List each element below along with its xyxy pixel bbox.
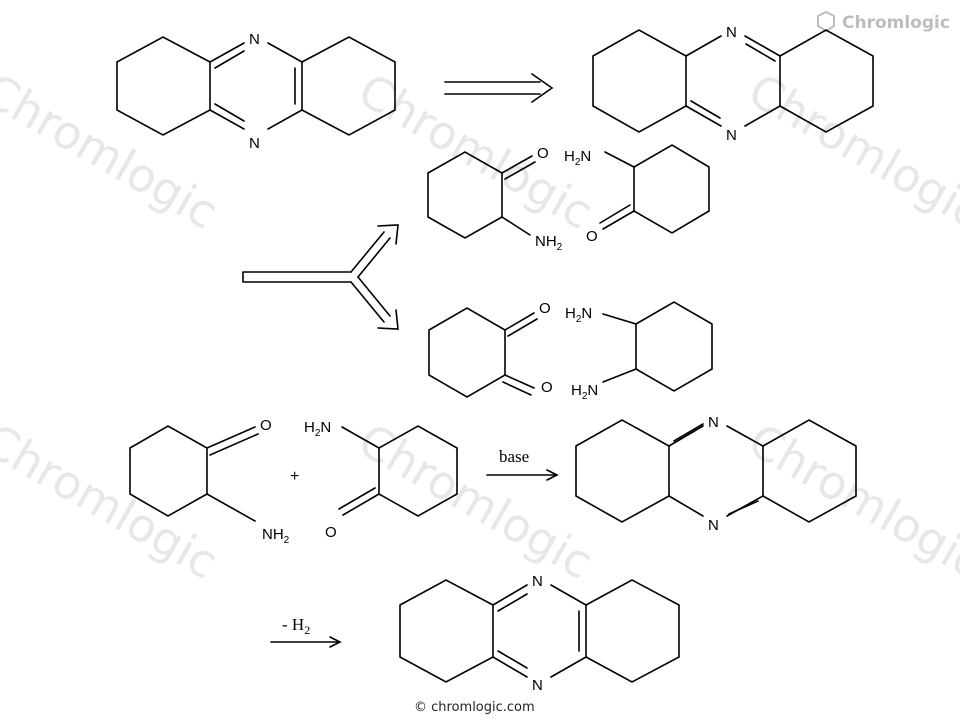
amine-group-reactant-1: NH2	[262, 526, 290, 546]
condition-base: base	[499, 447, 529, 466]
molecule-dihydro-phenazine-top: N N	[592, 24, 874, 144]
atom-o-reactant-2: O	[325, 524, 337, 541]
atom-o-1: O	[537, 145, 549, 162]
atom-n-product-bottom: N	[708, 517, 719, 534]
reaction-arrow-base: base	[486, 447, 559, 481]
final-product-octahydrophenazine: N N	[399, 573, 680, 694]
watermarks: Chromlogic Chromlogic Chromlogic Chromlo…	[0, 63, 960, 590]
retrosynthesis-arrow-fork	[242, 224, 399, 330]
amine-group-reactant-2: H2N	[304, 419, 331, 439]
plus-sign: +	[290, 468, 299, 485]
atom-o-2: O	[586, 228, 598, 245]
amine-group-diamine-bottom: H2N	[571, 382, 598, 402]
atom-n-bottom: N	[249, 135, 260, 152]
molecule-octahydrophenazine-top: N N	[116, 31, 396, 152]
atom-o-dione-bottom: O	[541, 379, 553, 396]
atom-o-dione-top: O	[539, 300, 551, 317]
reaction-arrow-dehydrogenation: - H2	[270, 615, 342, 648]
atom-n-top: N	[249, 31, 260, 48]
reactant-aminocyclohexanone-1: O NH2	[129, 417, 290, 546]
atom-n-top-right: N	[726, 24, 737, 41]
watermark-3: Chromlogic	[740, 63, 960, 240]
reactant-aminocyclohexanone-2: H2N O	[304, 419, 458, 541]
molecule-aminocyclohexanone-2: H2N O	[564, 144, 710, 245]
atom-n-product-top: N	[708, 414, 719, 431]
product-dihydro-phenazine: N N	[575, 414, 857, 534]
molecule-aminocyclohexanone-1: O NH2	[427, 145, 563, 253]
atom-n-final-top: N	[532, 573, 543, 590]
amine-group-2: H2N	[564, 148, 591, 168]
amine-group-1: NH2	[535, 233, 563, 253]
copyright-credit: © chromlogic.com	[414, 700, 535, 715]
retrosynthesis-arrow-1	[444, 73, 554, 103]
watermark-1: Chromlogic	[0, 63, 227, 240]
molecule-diaminocyclohexane: H2N H2N	[565, 301, 713, 402]
condition-dehydrogenation: - H2	[282, 615, 310, 637]
amine-group-diamine-top: H2N	[565, 305, 592, 325]
molecule-cyclohexanedione: O O	[428, 300, 553, 398]
brand-logo: Chromlogic	[817, 10, 950, 33]
atom-n-bottom-right: N	[726, 127, 737, 144]
atom-n-final-bottom: N	[532, 677, 543, 694]
hexagon-logo-icon	[817, 10, 835, 33]
atom-o-reactant-1: O	[260, 417, 272, 434]
watermark-5: Chromlogic	[350, 413, 602, 590]
brand-name: Chromlogic	[842, 13, 950, 33]
